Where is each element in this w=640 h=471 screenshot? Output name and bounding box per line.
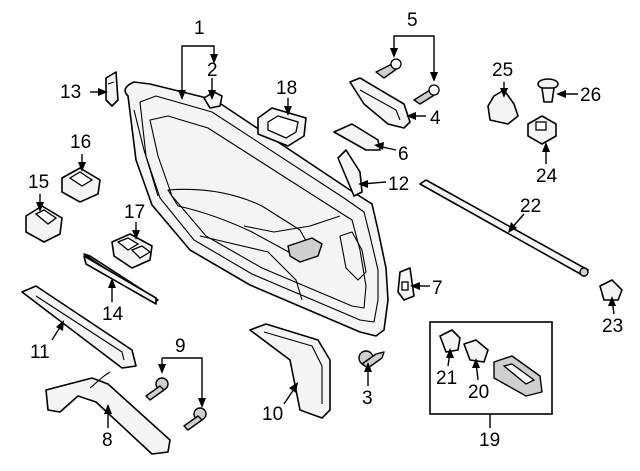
callout-16: 16 (70, 132, 91, 153)
callout-25: 25 (492, 60, 513, 81)
callout-15: 15 (28, 172, 49, 193)
screw-part-3 (358, 350, 385, 369)
callout-20: 20 (468, 382, 489, 403)
switch-part-15 (25, 205, 63, 243)
trim-piece-part-6 (333, 123, 381, 151)
arrow-4 (406, 112, 416, 120)
callout-14: 14 (102, 304, 124, 325)
pull-handle-part-4 (349, 77, 411, 129)
callout-22: 22 (520, 196, 541, 217)
callout-2: 2 (207, 60, 218, 81)
arrow-1a (178, 90, 186, 100)
callout-10: 10 (262, 404, 283, 425)
arrow-17 (132, 230, 140, 240)
callout-24: 24 (536, 166, 558, 187)
arrow-26 (556, 90, 566, 98)
arrow-24 (542, 142, 550, 152)
callout-13: 13 (60, 82, 81, 103)
end-cap-part-23 (599, 279, 623, 301)
arrow-9b (198, 398, 206, 408)
arrow-13 (98, 88, 108, 96)
callout-11: 11 (30, 342, 50, 363)
bolts-part-9 (145, 377, 207, 431)
armrest-bracket-part-8 (45, 371, 171, 455)
callout-18: 18 (276, 78, 297, 99)
callout-5: 5 (407, 10, 418, 31)
callout-3: 3 (362, 388, 373, 409)
weatherstrip-part-22 (419, 179, 589, 277)
arrow-8 (104, 404, 112, 414)
arrow-3 (364, 362, 372, 372)
arrow-5a (390, 48, 398, 58)
arrow-9a (158, 364, 166, 374)
callout-6: 6 (398, 144, 409, 165)
arrow-2 (208, 90, 216, 100)
arrow-18 (284, 106, 292, 116)
arrowheads (36, 48, 616, 414)
callout-1: 1 (194, 18, 205, 39)
arrow-10 (289, 382, 298, 393)
arrow-21 (446, 348, 454, 358)
switch-kit-box-part-19 (429, 321, 553, 415)
switch-part-17 (111, 233, 153, 269)
strip-part-14 (83, 253, 159, 305)
arrow-11 (56, 320, 64, 331)
arrow-1b (210, 54, 218, 64)
callout-4: 4 (430, 108, 441, 129)
trim-strip-part-11 (21, 285, 137, 369)
arrow-12 (358, 180, 368, 188)
callout-17: 17 (124, 202, 145, 223)
callout-19: 19 (479, 430, 500, 451)
arrow-22 (508, 222, 517, 233)
map-pocket-part-10 (249, 323, 331, 419)
tweeter-cover-part-12 (337, 149, 363, 197)
arrow-6 (374, 142, 384, 150)
arrow-23 (608, 296, 616, 306)
callout-8: 8 (102, 430, 113, 451)
arrow-25 (500, 88, 508, 98)
callout-21: 21 (436, 368, 457, 389)
door-trim-panel (124, 81, 389, 337)
callout-26: 26 (580, 85, 601, 106)
screws-part-5 (375, 58, 440, 105)
arrow-14 (108, 278, 116, 288)
callout-7: 7 (432, 278, 443, 299)
arrow-7 (410, 282, 420, 290)
handle-bezel-part-18 (257, 107, 307, 147)
callout-23: 23 (602, 316, 623, 337)
clip-part-24 (527, 115, 557, 145)
switch-part-16 (61, 167, 101, 203)
arrow-15 (36, 202, 44, 212)
arrow-20 (472, 358, 480, 368)
clip-part-7 (397, 267, 415, 301)
bracket-part-13 (105, 71, 119, 107)
callout-labels: 1 2 3 4 5 6 7 8 9 10 11 12 13 14 15 16 1… (28, 10, 623, 451)
push-pin-part-26 (537, 78, 559, 103)
arrow-16 (78, 162, 86, 172)
arrow-5b (430, 72, 438, 82)
callout-9: 9 (175, 336, 186, 357)
callout-12: 12 (388, 174, 409, 195)
leader-lines (39, 35, 615, 428)
